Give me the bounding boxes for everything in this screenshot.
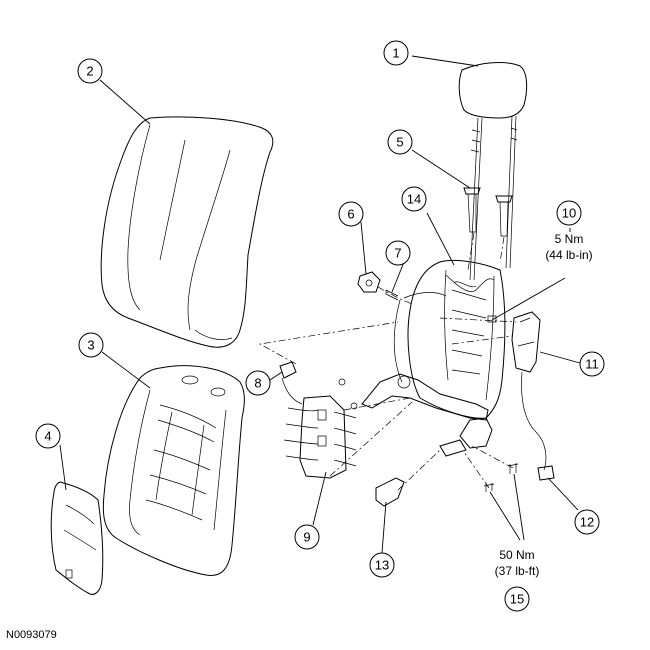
- callout-4: 4: [35, 423, 61, 449]
- callout-15-label: 15: [510, 592, 524, 607]
- callout-4-label: 4: [44, 429, 51, 444]
- torque-15-lbft: (37 lb-ft): [495, 564, 540, 578]
- side-airbag-module: [511, 311, 547, 471]
- callout-6-label: 6: [347, 207, 354, 222]
- callout-1-label: 1: [392, 46, 399, 61]
- torque-10-lbin: (44 lb-in): [545, 248, 592, 262]
- callout-3-label: 3: [87, 338, 94, 353]
- seat-back-cover: [100, 116, 274, 348]
- callout-6: 6: [338, 201, 364, 227]
- callout-14-label: 14: [407, 192, 421, 207]
- callout-13-label: 13: [375, 558, 389, 573]
- seat-back-bolts: [483, 463, 519, 492]
- callout-12: 12: [574, 509, 600, 535]
- callout-2-label: 2: [86, 64, 93, 79]
- side-trim-panel: [50, 481, 104, 595]
- lumbar-support: [283, 378, 358, 479]
- callout-5: 5: [387, 129, 413, 155]
- callout-7: 7: [385, 240, 411, 266]
- torque-15-nm: 50 Nm: [499, 548, 534, 562]
- leader-lines: [59, 55, 581, 554]
- assembly-lines: [258, 232, 517, 491]
- seat-back-frame: [361, 259, 506, 457]
- headrest-guides: [463, 187, 513, 237]
- headrest: [458, 62, 528, 281]
- callout-7-label: 7: [394, 246, 401, 261]
- airbag-connector: [537, 465, 555, 481]
- callout-14: 14: [401, 186, 427, 212]
- callout-12-label: 12: [580, 515, 594, 530]
- callout-8-label: 8: [254, 376, 261, 391]
- callout-15: 15: [504, 586, 530, 612]
- callout-2: 2: [77, 58, 103, 84]
- recliner-knob: [357, 271, 381, 293]
- callout-3: 3: [78, 332, 104, 358]
- callout-8: 8: [245, 370, 271, 396]
- callout-9-label: 9: [303, 530, 310, 545]
- cable-fitting: [279, 361, 303, 405]
- torque-10-nm: 5 Nm: [555, 232, 584, 246]
- callout-1: 1: [383, 40, 409, 66]
- callout-11: 11: [579, 351, 605, 377]
- callout-5-label: 5: [396, 135, 403, 150]
- callout-11-label: 11: [585, 357, 599, 372]
- figure-code: N0093079: [6, 629, 57, 641]
- callout-10-label: 10: [562, 206, 576, 221]
- seat-back-cushion: [102, 365, 245, 577]
- callout-10: 10: [556, 200, 582, 226]
- callout-9: 9: [294, 524, 320, 550]
- recliner-trim-cover: [375, 477, 405, 507]
- knob-screw: [385, 289, 399, 301]
- callout-13: 13: [369, 552, 395, 578]
